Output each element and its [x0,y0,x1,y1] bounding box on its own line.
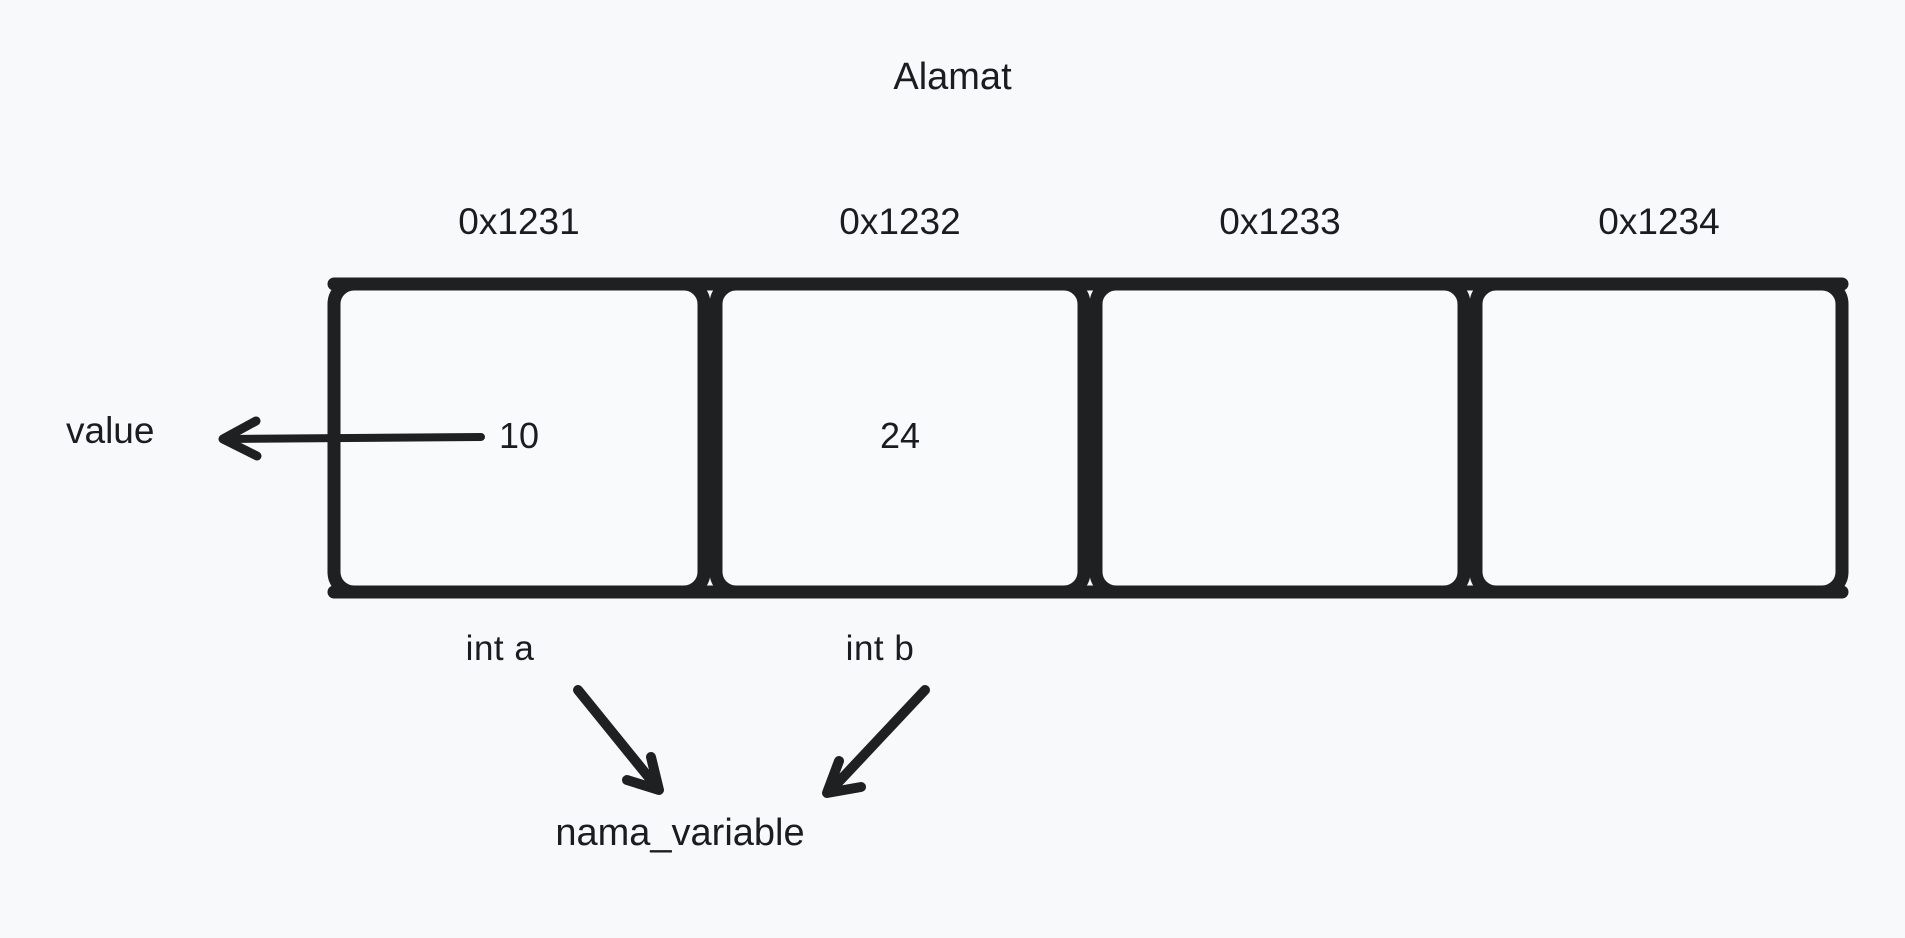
variable-declaration-a: int a [465,629,535,668]
memory-cell-3 [1469,277,1849,599]
variable-a-arrow [573,685,664,795]
address-label-2: 0x1233 [1219,201,1341,242]
memory-cell-2 [1089,277,1471,599]
diagram-title: Alamat [893,56,1012,98]
cell-value-0: 10 [498,415,540,456]
variable-declaration-b: int b [845,629,915,668]
value-label: value [66,410,155,451]
address-label-1: 0x1232 [839,201,961,242]
address-label-0: 0x1231 [458,201,580,242]
cell-value-1: 24 [879,415,921,456]
variable-name-label: nama_variable [555,812,805,854]
address-label-3: 0x1234 [1598,201,1720,242]
variable-b-arrow [822,685,930,798]
